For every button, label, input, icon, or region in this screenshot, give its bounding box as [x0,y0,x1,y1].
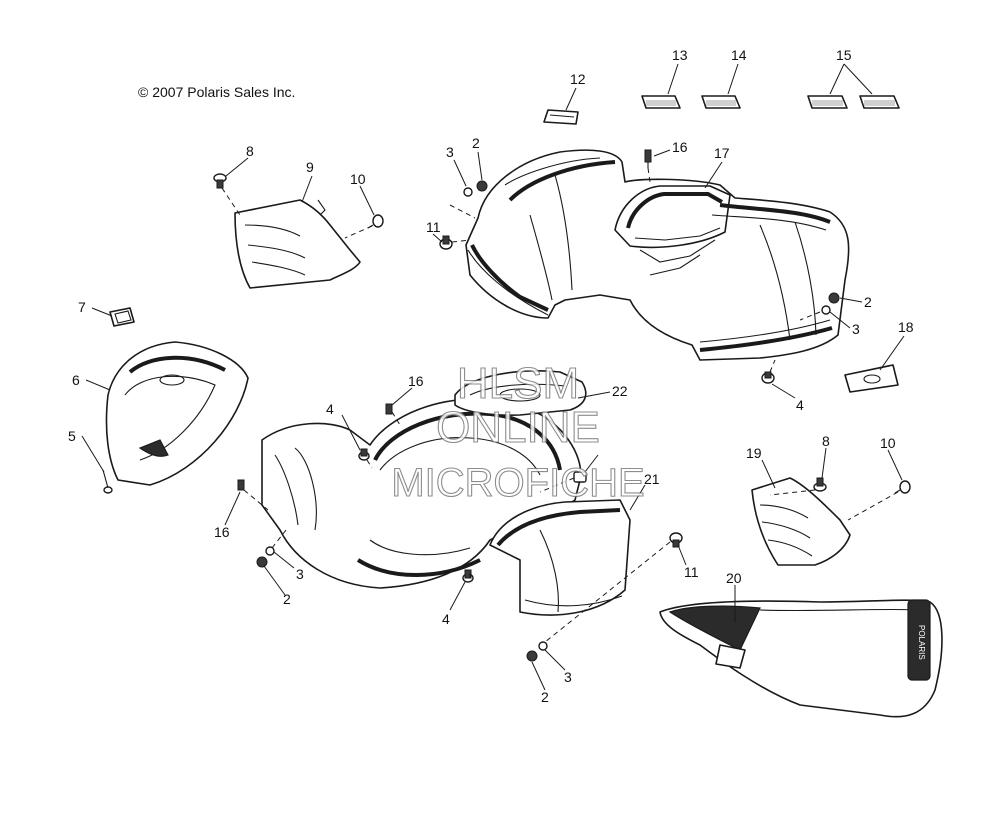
screw-16-mid [385,403,393,415]
callout-14: 14 [731,47,747,63]
callout-2: 2 [472,135,480,151]
decal-12 [543,109,579,125]
bolt-11-top [439,235,453,250]
callout-20: 20 [726,570,742,586]
callout-18: 18 [898,319,914,335]
decal-7 [109,307,135,327]
clip-4-center [573,471,587,483]
front-headlight-pod [105,341,249,486]
plate-18 [844,364,899,393]
side-panel-left [234,199,361,289]
callout-13: 13 [672,47,688,63]
seat: POLARIS [659,599,943,718]
washer-3-right [821,305,831,315]
callout-11: 11 [426,219,441,235]
watermark: HLSM ONLINE MICROFICHE [391,358,645,505]
callout-22: 22 [612,383,628,399]
callout-2-bottom: 2 [541,689,549,705]
callout-2-right: 2 [864,294,872,310]
callout-4-mid: 4 [326,401,334,417]
nut-2-top [476,180,488,192]
callouts: 13 14 15 12 8 9 10 3 2 16 17 11 7 2 3 18… [68,47,914,705]
callout-10-right: 10 [880,435,896,451]
washer-3-bottom [538,641,548,651]
callout-4-lower: 4 [442,611,450,627]
callout-8-right: 8 [822,433,830,449]
push-rivet-8-right [813,477,827,492]
nut-2-left [256,556,268,568]
bolt-11-right [669,532,683,548]
callout-12: 12 [570,71,586,87]
watermark-line-2: ONLINE [436,403,600,452]
washer-3-left [265,546,275,556]
decal-15-left [807,95,848,109]
callout-7: 7 [78,299,86,315]
callout-3: 3 [446,144,454,160]
callout-3-bottom: 3 [564,669,572,685]
callout-2-left: 2 [283,591,291,607]
watermark-line-3: MICROFICHE [391,461,644,505]
washer-3-top [463,187,473,197]
screw-10-top [367,214,384,229]
clip-4-lower [462,569,474,583]
callout-8: 8 [246,143,254,159]
callout-16: 16 [672,139,688,155]
callout-10: 10 [350,171,366,187]
callout-16-left: 16 [214,524,230,540]
seat-logo: POLARIS [917,625,926,660]
screw-16-top [644,149,652,168]
callout-3-right: 3 [852,321,860,337]
hardware [102,149,911,662]
callout-19: 19 [746,445,762,461]
nut-2-bottom [526,650,538,662]
callout-15: 15 [836,47,852,63]
callout-3-left: 3 [296,566,304,582]
side-panel-right [751,477,851,566]
callout-4-right: 4 [796,397,804,413]
push-rivet-8-top [213,173,227,189]
clip-4-mid [358,448,370,461]
front-fender-lower [489,499,631,616]
callout-21: 21 [644,471,660,487]
callout-5: 5 [68,428,76,444]
decal-15-right [859,95,900,109]
rear-fender [465,149,850,361]
decal-14 [701,95,741,109]
screw-10-right [894,480,911,494]
screw-5 [102,469,113,494]
callout-9: 9 [306,159,314,175]
leader-lines [81,63,905,691]
copyright-text: © 2007 Polaris Sales Inc. [138,84,295,100]
callout-11-right: 11 [684,564,699,580]
front-fender [261,370,587,589]
callout-6: 6 [72,372,80,388]
nut-2-right [828,292,840,304]
callout-16-mid: 16 [408,373,424,389]
watermark-line-1: HLSM [457,359,579,408]
decal-13 [641,95,681,109]
clip-4-right [761,371,775,384]
screw-16-left [237,479,245,491]
callout-17: 17 [714,145,730,161]
dashed-lines [221,167,899,643]
